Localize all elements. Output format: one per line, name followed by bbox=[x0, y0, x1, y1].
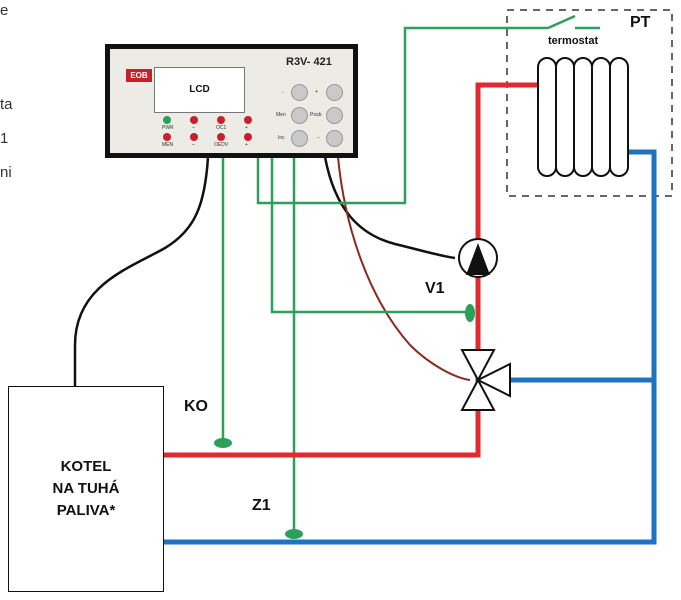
men-button[interactable] bbox=[163, 133, 171, 141]
knob-label-1: → bbox=[280, 89, 285, 95]
knob-label-3: Men bbox=[276, 112, 286, 118]
label-oedv: OEDV bbox=[214, 142, 229, 148]
oc1-led bbox=[217, 116, 225, 124]
room-boundary bbox=[506, 9, 673, 197]
edge-text-1: e bbox=[0, 2, 9, 19]
thermostat-signal-wire bbox=[256, 26, 548, 205]
boiler-power-cable bbox=[73, 156, 210, 386]
knob-4[interactable] bbox=[326, 107, 343, 124]
v1-label: V1 bbox=[425, 280, 445, 297]
down-button[interactable] bbox=[190, 133, 198, 141]
z1-label: Z1 bbox=[252, 497, 271, 514]
edge-text-4: ni bbox=[0, 164, 12, 181]
v1-sensor bbox=[465, 304, 475, 322]
label-men: MEN bbox=[162, 142, 174, 148]
knob-6[interactable] bbox=[326, 130, 343, 147]
controller-model: R3V- 421 bbox=[286, 56, 332, 68]
valve-control-cable bbox=[337, 156, 471, 381]
controller-unit: EOB LCD R3V- 421 PWR – OC1 + MEN – OEDV … bbox=[105, 44, 358, 158]
cold-return-pipe bbox=[164, 149, 657, 545]
v1-sensor-wire bbox=[270, 157, 468, 314]
brand-logo: EOB bbox=[126, 69, 152, 82]
knob-label-6: − bbox=[317, 135, 320, 141]
knob-3[interactable] bbox=[291, 107, 308, 124]
oedv-button[interactable] bbox=[217, 133, 225, 141]
boiler-label-line1: KOTEL bbox=[60, 458, 112, 475]
up-button[interactable] bbox=[244, 133, 252, 141]
z1-sensor bbox=[285, 529, 303, 539]
label-plus: + bbox=[245, 125, 248, 131]
circulation-pump bbox=[458, 238, 498, 278]
boiler-label-line2: NA TUHÁ bbox=[52, 480, 120, 497]
edge-text-3: 1 bbox=[0, 130, 9, 147]
label-up: + bbox=[245, 142, 248, 148]
boiler-label-line3: PALIVA* bbox=[56, 502, 116, 519]
pump-power-cable bbox=[323, 156, 456, 260]
lcd-display: LCD bbox=[154, 67, 245, 113]
label-down: – bbox=[192, 142, 195, 148]
plus-led bbox=[244, 116, 252, 124]
label-minus: – bbox=[192, 125, 195, 131]
knob-5[interactable] bbox=[291, 130, 308, 147]
ko-sensor bbox=[214, 438, 232, 448]
pwr-led bbox=[163, 116, 171, 124]
knob-label-4: Posb bbox=[310, 112, 322, 118]
ko-label: KO bbox=[184, 398, 208, 415]
knob-2[interactable] bbox=[326, 84, 343, 101]
knob-1[interactable] bbox=[291, 84, 308, 101]
radiator bbox=[537, 57, 629, 177]
label-oc1: OC1 bbox=[216, 125, 227, 131]
edge-text-2: ta bbox=[0, 96, 13, 113]
solid-fuel-boiler: KOTEL NA TUHÁ PALIVA* bbox=[8, 386, 164, 592]
label-pwr: PWR bbox=[162, 125, 174, 131]
thermostat-label: termostat bbox=[548, 35, 599, 47]
controller-panel: EOB LCD R3V- 421 PWR – OC1 + MEN – OEDV … bbox=[110, 49, 353, 153]
knob-label-2: + bbox=[315, 89, 318, 95]
thermostat-switch bbox=[547, 14, 600, 30]
three-way-valve bbox=[460, 349, 511, 411]
knob-label-5: Inc bbox=[278, 135, 285, 141]
minus-led bbox=[190, 116, 198, 124]
pt-label: PT bbox=[630, 14, 651, 31]
